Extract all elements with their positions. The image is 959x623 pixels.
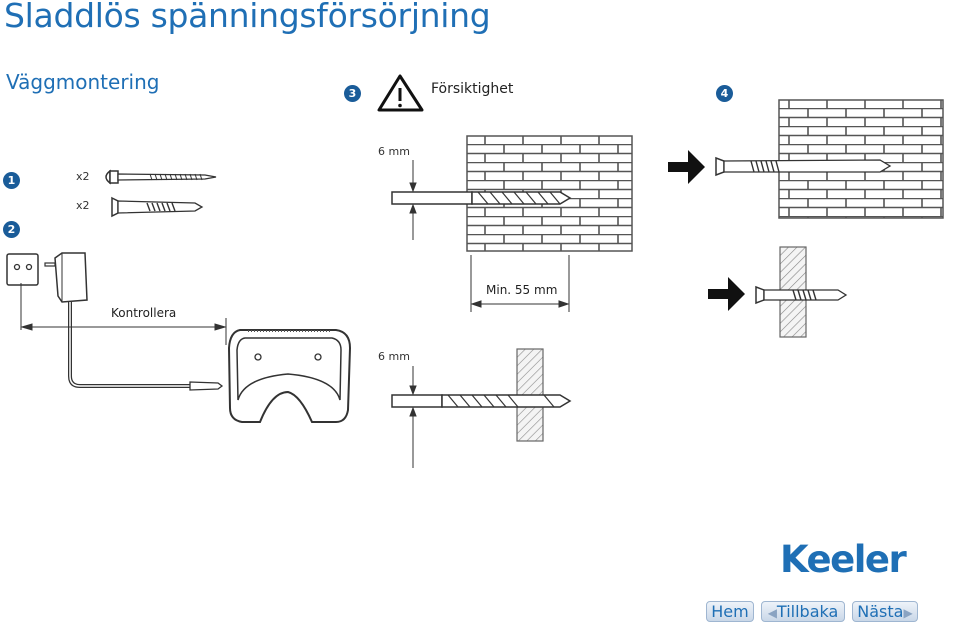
drill-bit-top-icon [391,191,572,205]
arrow-right-icon-2 [708,277,745,311]
wall-plug-in-brick-icon [715,156,892,177]
chevron-right-icon: ▶ [903,606,913,620]
drill-size-bottom: 6 mm [378,350,410,363]
section-subtitle: Väggmontering [6,70,160,94]
wall-plug-in-hollow-wall-icon [755,285,848,305]
caution-label: Försiktighet [431,81,514,97]
step-badge-3: 3 [344,85,361,102]
wall-bracket-icon [227,329,352,423]
step-badge-1: 1 [3,172,20,189]
next-button[interactable]: Nästa▶ [852,601,918,622]
page-title: Sladdlös spänningsförsörjning [4,0,491,35]
step-badge-4: 4 [716,85,733,102]
chevron-left-icon: ◀ [767,606,777,620]
back-button[interactable]: ◀Tillbaka [761,601,845,622]
screw-icon [105,169,217,185]
plug-quantity: x2 [76,199,90,212]
keeler-logo: Keeler [780,538,907,581]
wall-plug-icon [111,196,204,218]
controller-label: Kontrollera [111,306,177,320]
step-badge-2: 2 [3,221,20,238]
home-label: Hem [711,602,749,621]
warning-triangle-icon [377,74,424,112]
drill-bit-bottom-icon [391,394,572,408]
arrow-right-icon [668,150,705,184]
power-adapter-icon [6,252,224,391]
drill-size-top: 6 mm [378,145,410,158]
next-label: Nästa [857,602,904,621]
back-label: Tillbaka [776,602,839,621]
min-depth-label: Min. 55 mm [486,283,558,297]
screw-quantity: x2 [76,170,90,183]
home-button[interactable]: Hem [706,601,754,622]
